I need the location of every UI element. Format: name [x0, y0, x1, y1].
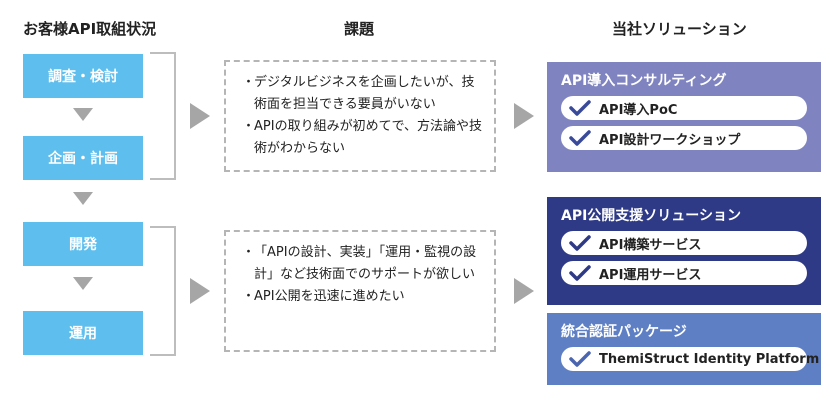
customer-status-header: お客様API取組状況: [23, 20, 157, 38]
issue-text: デジタルビジネスを企画したいが、技術面を担当できる要員がいない: [254, 75, 475, 112]
bullet-icon: ・: [242, 245, 256, 260]
arrow-to-solutions-2: [514, 278, 534, 304]
solution-item: API運用サービス: [561, 261, 807, 285]
check-icon: [569, 130, 591, 146]
step-operation: 運用: [23, 311, 143, 355]
solution-item-label: API導入PoC: [599, 102, 678, 118]
down-arrow-3: [73, 277, 93, 290]
issue-text: API公開を迅速に進めたい: [254, 289, 405, 304]
solution-title: API公開支援ソリューション: [561, 208, 742, 224]
issue-text: 「APIの設計、実装」「運用・監視の設計」など技術面でのサポートが欲しい: [254, 245, 477, 282]
arrow-to-issues-1: [190, 103, 210, 129]
solution-panel-api-publishing: API公開支援ソリューション API構築サービス API運用サービス: [547, 197, 821, 305]
check-icon: [569, 265, 591, 281]
issues-header: 課題: [344, 20, 375, 38]
arrow-to-solutions-1: [514, 103, 534, 129]
bracket-top: [150, 52, 176, 180]
issue-box-2: ・ 「APIの設計、実装」「運用・監視の設計」など技術面でのサポートが欲しい ・…: [224, 230, 496, 352]
solution-item: API設計ワークショップ: [561, 126, 807, 150]
bullet-icon: ・: [242, 75, 256, 90]
bracket-bottom: [150, 226, 176, 356]
solution-item-label: API設計ワークショップ: [599, 132, 741, 148]
down-arrow-1: [73, 108, 93, 121]
issue-item: ・ API公開を迅速に進めたい: [242, 286, 484, 308]
bullet-icon: ・: [242, 289, 256, 304]
solutions-header: 当社ソリューション: [612, 20, 747, 38]
solution-item-label: ThemiStruct Identity Platform: [599, 351, 820, 367]
arrow-to-issues-2: [190, 278, 210, 304]
solution-item-label: API運用サービス: [599, 267, 702, 283]
solution-title: 統合認証パッケージ: [561, 324, 687, 340]
issue-box-1: ・ デジタルビジネスを企画したいが、技術面を担当できる要員がいない ・ APIの…: [224, 60, 496, 172]
check-icon: [569, 351, 591, 367]
issue-item: ・ デジタルビジネスを企画したいが、技術面を担当できる要員がいない: [242, 72, 484, 116]
check-icon: [569, 235, 591, 251]
step-development: 開発: [23, 222, 143, 266]
issue-item: ・ APIの取り組みが初めてで、方法論や技術がわからない: [242, 116, 484, 160]
solution-item: ThemiStruct Identity Platform: [561, 347, 819, 371]
issue-text: APIの取り組みが初めてで、方法論や技術がわからない: [254, 119, 483, 156]
step-research: 調査・検討: [23, 54, 143, 98]
step-planning: 企画・計画: [23, 136, 143, 180]
solution-item: API導入PoC: [561, 96, 807, 120]
solution-item: API構築サービス: [561, 231, 807, 255]
down-arrow-2: [73, 192, 93, 205]
solution-item-label: API構築サービス: [599, 237, 702, 253]
solution-title: API導入コンサルティング: [561, 73, 727, 89]
check-icon: [569, 100, 591, 116]
solution-panel-consulting: API導入コンサルティング API導入PoC API設計ワークショップ: [547, 62, 821, 172]
bullet-icon: ・: [242, 119, 256, 134]
solution-panel-identity: 統合認証パッケージ ThemiStruct Identity Platform: [547, 313, 821, 385]
issue-item: ・ 「APIの設計、実装」「運用・監視の設計」など技術面でのサポートが欲しい: [242, 242, 484, 286]
